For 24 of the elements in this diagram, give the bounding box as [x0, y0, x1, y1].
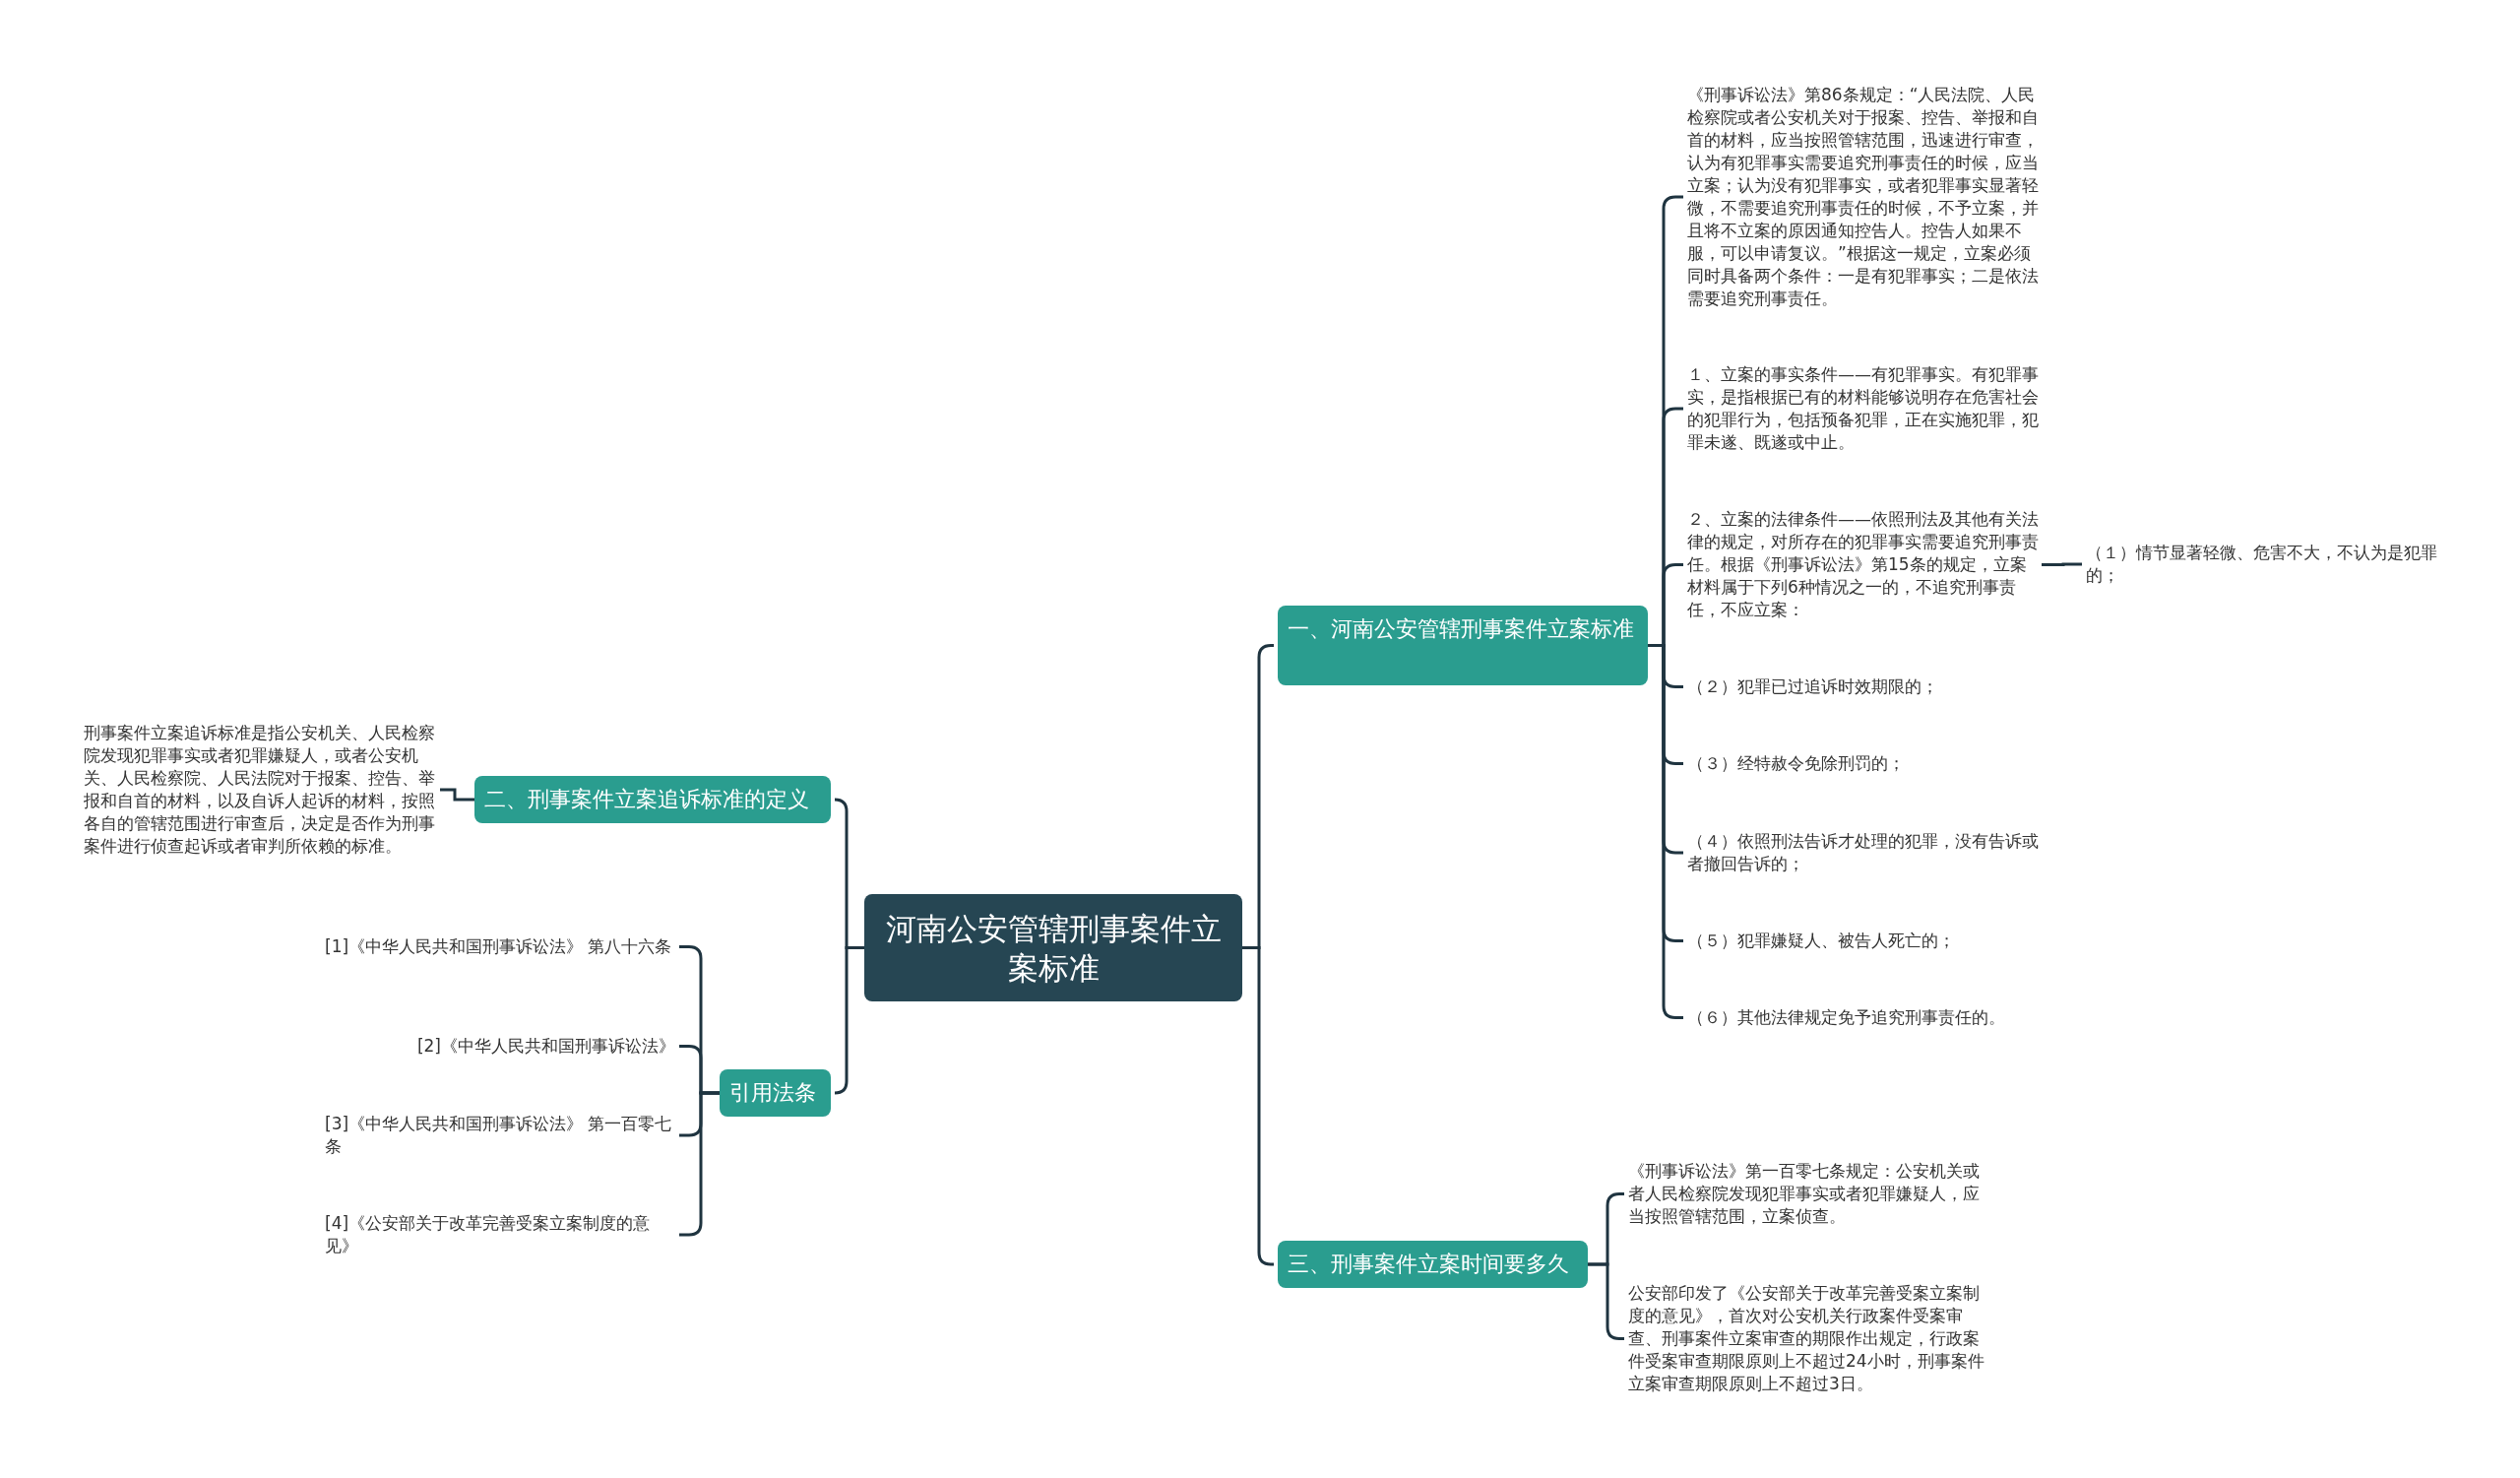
- note-text: 《刑事诉讼法》第一百零七条规定：公安机关或者人民检察院发现犯罪事实或者犯罪嫌疑人，应当按照管辖范围，立案侦查。: [1628, 1160, 1986, 1228]
- note-text: （１）情节显著轻微、危害不大，不认为是犯罪的；: [2086, 542, 2443, 587]
- connector: [833, 946, 864, 1095]
- topic-box: 二、刑事案件立案追诉标准的定义: [474, 776, 831, 823]
- note-text: 公安部印发了《公安部关于改革完善受案立案制度的意见》，首次对公安机关行政案件受案审查、刑事案件立案审查的期限作出规定，行政案件受案审查期限原则上不超过24小时，刑事案件立案审查期限原则上不超过3日。: [1628, 1282, 1986, 1395]
- connector: [440, 788, 474, 802]
- note-text: （５）犯罪嫌疑人、被告人死亡的；: [1687, 930, 2042, 952]
- note-text: [3]《中华人民共和国刑事诉讼法》 第一百零七条: [325, 1113, 675, 1158]
- note-text: １、立案的事实条件——有犯罪事实。有犯罪事实，是指根据已有的材料能够说明存在危害社会的犯罪行为，包括预备犯罪，正在实施犯罪，犯罪未遂、既遂或中止。: [1687, 363, 2042, 454]
- note-text: 刑事案件立案追诉标准是指公安机关、人民检察院发现犯罪事实或者犯罪嫌疑人，或者公安机关、人民检察院、人民法院对于报案、控告、举报和自首的材料，以及自诉人起诉的材料，按照各自的管辖范围进行审查后，决定是否作为刑事案件进行侦查起诉或者审判所依赖的标准。: [84, 722, 436, 858]
- note-text: [1]《中华人民共和国刑事诉讼法》 第八十六条: [325, 935, 675, 958]
- note-text: 《刑事诉讼法》第86条规定：“人民法院、人民检察院或者公安机关对于报案、控告、举报和自首的材料，应当按照管辖范围，迅速进行审查，认为有犯罪事实需要追究刑事责任的时候，应当立案；认为没有犯罪事实，或者犯罪事实显著轻微，不需要追究刑事责任的时候，不予立案，并且将不立案的原因通知控告人。控告人如果不服，可以申请复议。”根据这一规定，立案必须同时具备两个条件：一是有犯罪事实；二是依法需要追究刑事责任。: [1687, 84, 2042, 310]
- note-text: [4]《公安部关于改革完善受案立案制度的意见》: [325, 1212, 675, 1257]
- note-text: [2]《中华人民共和国刑事诉讼法》: [416, 1035, 675, 1058]
- central-topic-box: 河南公安管辖刑事案件立案标准: [864, 894, 1242, 1001]
- topic-box: 引用法条: [720, 1069, 831, 1117]
- topic-box: 三、刑事案件立案时间要多久: [1278, 1241, 1588, 1288]
- note-text: （２）犯罪已过追诉时效期限的；: [1687, 675, 2042, 698]
- note-text: （６）其他法律规定免予追究刑事责任的。: [1687, 1006, 2042, 1029]
- note-text: （３）经特赦令免除刑罚的；: [1687, 752, 2042, 775]
- connector: [2042, 562, 2082, 566]
- note-text: ２、立案的法律条件——依照刑法及其他有关法律的规定，对所存在的犯罪事实需要追究刑事责任。根据《刑事诉讼法》第15条的规定，立案材料属于下列6种情况之一的，不追究刑事责任，不应立案：: [1687, 508, 2042, 621]
- note-text: （４）依照刑法告诉才处理的犯罪，没有告诉或者撤回告诉的；: [1687, 830, 2042, 875]
- topic-box: 一、河南公安管辖刑事案件立案标准: [1278, 606, 1648, 685]
